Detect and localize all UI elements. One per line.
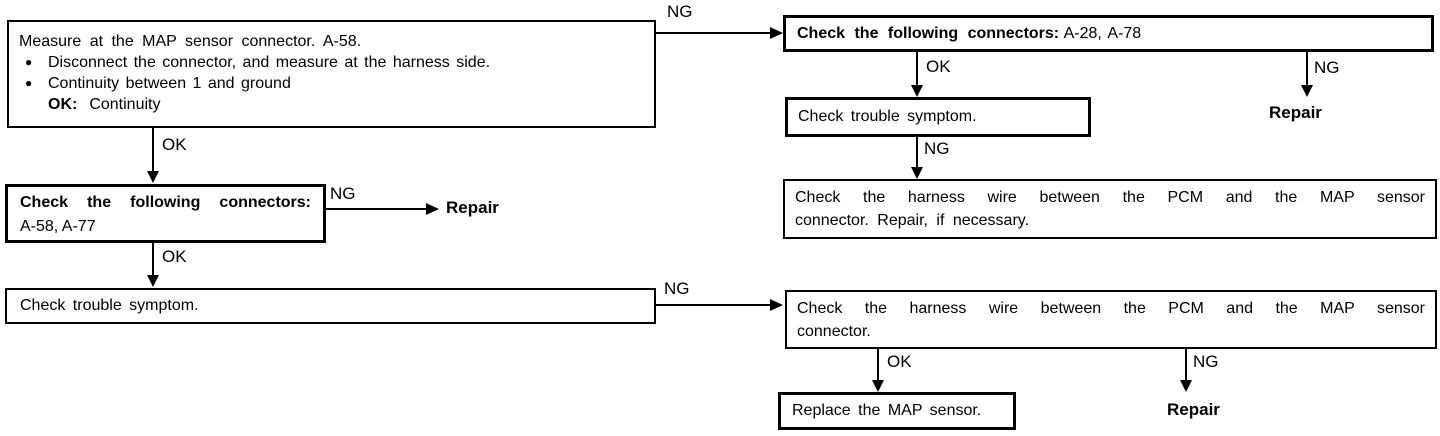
down-arrowhead-icon (911, 85, 923, 97)
connector-line (326, 208, 426, 210)
down-arrowhead-icon (1180, 380, 1192, 392)
check-connectors-left-box: Check the following connectors: A-58, A-… (5, 184, 326, 243)
ok-value: Continuity (89, 96, 161, 113)
repair-terminal: Repair (1269, 103, 1322, 122)
connector-line (1306, 52, 1308, 86)
check-trouble-symptom-right-text: Check trouble symptom. (798, 108, 977, 125)
harness-repair-line1: Check the harness wire between the PCM a… (795, 189, 1425, 206)
measure-bullet-1: ● Disconnect the connector, and measure … (19, 52, 644, 73)
right-arrowhead-icon (426, 203, 439, 215)
ok-label: OK (926, 57, 951, 76)
check-connectors-left-heading: Check the following connectors: (20, 194, 311, 211)
harness-check-line1: Check the harness wire between the PCM a… (797, 300, 1425, 317)
down-arrowhead-icon (147, 171, 159, 183)
check-trouble-symptom-left-text: Check trouble symptom. (20, 297, 199, 314)
down-arrowhead-icon (147, 275, 159, 287)
check-trouble-symptom-left-box: Check trouble symptom. (5, 288, 656, 324)
ng-label: NG (330, 184, 356, 203)
bullet-icon: ● (25, 76, 33, 90)
repair-terminal: Repair (1167, 400, 1220, 419)
replace-map-sensor-text: Replace the MAP sensor. (792, 402, 982, 419)
repair-terminal: Repair (446, 198, 499, 217)
check-connectors-right-line: Check the following connectors: A-28, A-… (797, 18, 1431, 49)
connector-line (916, 137, 918, 168)
ok-label: OK (162, 135, 187, 154)
connector-line (877, 349, 879, 381)
harness-repair-line2: connector. Repair, if necessary. (795, 212, 1030, 229)
measure-bullet-2: ● Continuity between 1 and ground (19, 73, 644, 94)
connector-line (656, 32, 772, 34)
connector-line (1185, 349, 1187, 381)
replace-map-sensor-box: Replace the MAP sensor. (778, 392, 1016, 430)
down-arrowhead-icon (911, 167, 923, 179)
ng-label: NG (664, 279, 690, 298)
ok-label: OK (887, 352, 912, 371)
measure-bullet-2-text: Continuity between 1 and ground (48, 75, 291, 92)
right-arrowhead-icon (770, 299, 783, 311)
right-arrowhead-icon (770, 27, 783, 39)
harness-wire-check-box: Check the harness wire between the PCM a… (785, 290, 1437, 349)
ng-label: NG (667, 2, 693, 21)
measure-title: Measure at the MAP sensor connector. A-5… (19, 33, 362, 50)
ng-label: NG (1314, 58, 1340, 77)
measure-bullet-1-text: Disconnect the connector, and measure at… (48, 54, 491, 71)
check-connectors-right-box: Check the following connectors: A-28, A-… (783, 15, 1434, 52)
connector-line (152, 243, 154, 276)
harness-wire-repair-box: Check the harness wire between the PCM a… (783, 179, 1437, 239)
down-arrowhead-icon (1301, 85, 1313, 97)
bullet-icon: ● (25, 55, 33, 69)
ng-label: NG (924, 139, 950, 158)
check-trouble-symptom-right-box: Check trouble symptom. (785, 97, 1091, 137)
measure-ok-criteria: OK: Continuity (48, 94, 644, 115)
connector-line (916, 52, 918, 86)
ng-label: NG (1193, 352, 1219, 371)
ok-key: OK: (48, 96, 78, 113)
connector-line (152, 127, 154, 172)
check-connectors-right-heading: Check the following connectors: (797, 25, 1060, 42)
ok-label: OK (162, 247, 187, 266)
measure-step-box: Measure at the MAP sensor connector. A-5… (7, 20, 656, 128)
check-connectors-right-detail: A-28, A-78 (1063, 25, 1142, 42)
harness-check-line2: connector. (797, 323, 871, 340)
check-connectors-left-detail: A-58, A-77 (20, 218, 96, 235)
connector-line (656, 304, 770, 306)
down-arrowhead-icon (872, 380, 884, 392)
